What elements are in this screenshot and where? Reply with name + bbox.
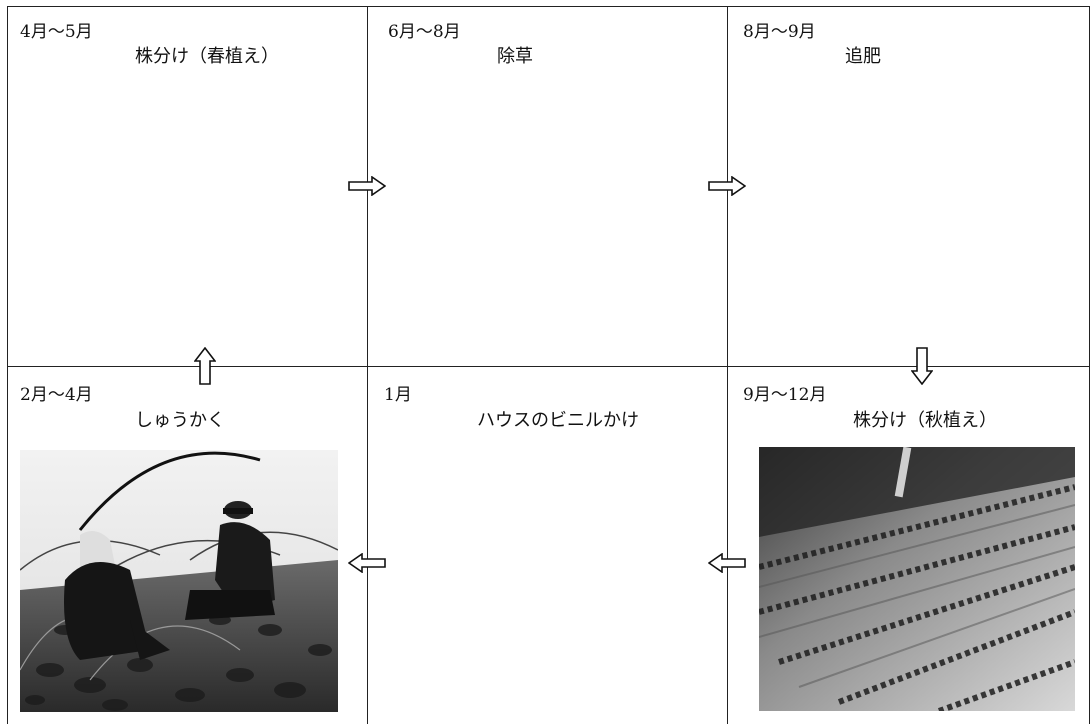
divider-horizontal (7, 366, 1090, 367)
task-label: 株分け（春植え） (135, 46, 279, 67)
divider-vertical-2 (727, 6, 728, 724)
period-label: 8月～9月 (743, 22, 816, 42)
period-label: 4月～5月 (20, 22, 93, 42)
task-label: 株分け（秋植え） (853, 410, 997, 431)
period-label: 2月～4月 (20, 385, 93, 405)
task-label: 除草 (497, 46, 533, 67)
arrow-up-icon (194, 347, 216, 385)
arrow-right-icon (348, 176, 386, 196)
arrow-left-icon (348, 553, 386, 573)
task-label: 追肥 (845, 46, 881, 67)
period-label: 6月～8月 (388, 22, 461, 42)
arrow-down-icon (911, 347, 933, 385)
period-label: 1月 (384, 385, 412, 405)
harvest-photo (20, 450, 338, 712)
task-label: しゅうかく (135, 410, 225, 431)
arrow-left-icon (708, 553, 746, 573)
period-label: 9月～12月 (743, 385, 827, 405)
divider-vertical-1 (367, 6, 368, 724)
arrow-right-icon (708, 176, 746, 196)
diagram-frame (7, 6, 1090, 724)
planting-photo (759, 447, 1075, 711)
task-label: ハウスのビニルかけ (477, 410, 639, 431)
